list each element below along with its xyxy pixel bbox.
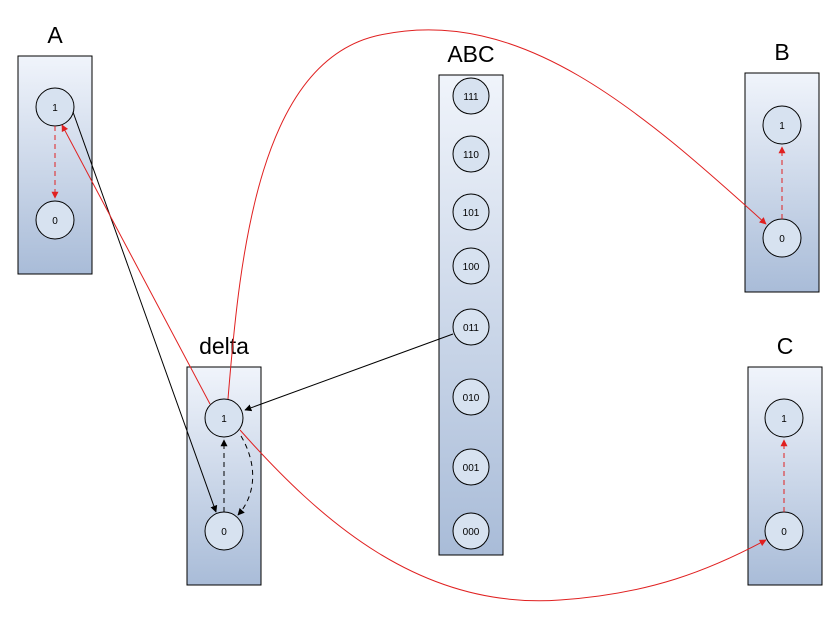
- box-abc: ABC 111 110 101 100 011 010 001: [438, 41, 504, 556]
- node-abc-110: 110: [452, 135, 490, 173]
- box-b-title: B: [774, 39, 789, 65]
- node-b-0-label: 0: [779, 234, 785, 245]
- node-a-1: 1: [35, 87, 75, 127]
- node-b-0: 0: [762, 218, 802, 258]
- node-abc-100-label: 100: [463, 262, 480, 273]
- box-b: B 1 0: [744, 39, 820, 293]
- node-abc-101: 101: [452, 193, 490, 231]
- node-abc-110-label: 110: [463, 150, 479, 161]
- node-a-0: 0: [35, 200, 75, 240]
- edge-delta1-b0: [227, 29, 767, 400]
- node-abc-011: 011: [452, 308, 490, 346]
- node-abc-010: 010: [452, 378, 490, 416]
- node-delta-1-label: 1: [221, 414, 227, 425]
- node-abc-000: 000: [452, 512, 490, 550]
- edge-a1-delta0: [72, 111, 218, 513]
- node-abc-100: 100: [452, 247, 490, 285]
- node-abc-000-label: 000: [463, 527, 480, 538]
- node-b-1-label: 1: [779, 121, 785, 132]
- edges: [51, 29, 788, 602]
- node-c-0: 0: [764, 511, 804, 551]
- node-c-0-label: 0: [781, 527, 787, 538]
- box-delta: delta 1 0: [186, 333, 262, 586]
- node-abc-001: 001: [452, 448, 490, 486]
- box-c-title: C: [777, 333, 794, 359]
- node-abc-001-label: 001: [463, 463, 480, 474]
- node-a-0-label: 0: [52, 216, 58, 227]
- node-delta-0-label: 0: [221, 527, 227, 538]
- node-abc-111-label: 111: [463, 92, 479, 103]
- edge-abc011-delta1: [244, 333, 454, 412]
- edge-delta1-c0: [239, 429, 767, 602]
- node-a-1-label: 1: [52, 103, 58, 114]
- box-a-title: A: [47, 22, 63, 48]
- box-c: C 1 0: [747, 333, 823, 586]
- box-delta-title: delta: [199, 333, 249, 359]
- node-abc-011-label: 011: [463, 323, 479, 334]
- box-abc-title: ABC: [447, 41, 494, 67]
- node-c-1-label: 1: [781, 414, 787, 425]
- edge-delta1-a1: [61, 124, 211, 405]
- node-delta-0: 0: [204, 511, 244, 551]
- edge-delta1-delta0: [237, 435, 254, 516]
- node-abc-101-label: 101: [463, 208, 480, 219]
- node-c-1: 1: [764, 398, 804, 438]
- node-delta-1: 1: [204, 398, 244, 438]
- node-abc-010-label: 010: [463, 393, 480, 404]
- node-abc-111: 111: [452, 77, 490, 115]
- node-b-1: 1: [762, 105, 802, 145]
- box-a: A 1 0: [17, 22, 93, 275]
